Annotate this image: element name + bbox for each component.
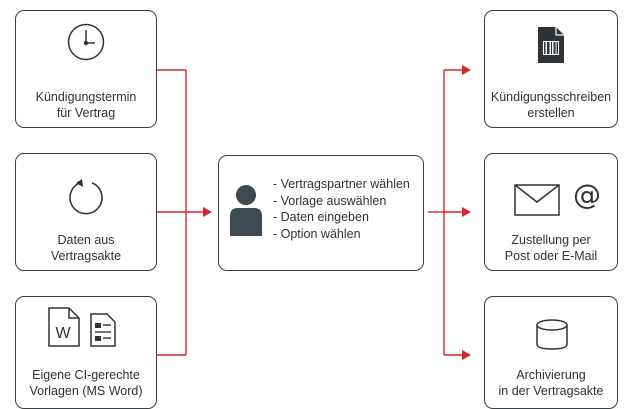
arrowhead-to-center <box>203 207 212 217</box>
output-label-zustellung: Zustellung per Post oder E-Mail <box>504 233 598 263</box>
process-box: - Vertragspartner wählen - Vorlage auswä… <box>218 155 424 271</box>
process-step: - Vertragspartner wählen <box>273 177 410 191</box>
arrowhead-to-zustellung <box>462 207 471 217</box>
clock-icon <box>67 23 105 61</box>
at-sign-icon: @ <box>573 178 601 211</box>
process-steps: - Vertragspartner wählen - Vorlage auswä… <box>273 176 410 242</box>
arrowhead-to-archiv <box>462 350 471 360</box>
barcode-document-icon <box>538 27 564 63</box>
database-icon <box>536 319 568 350</box>
output-box-zustellung: @ Zustellung per Post oder E-Mail <box>484 153 618 271</box>
output-label-archiv: Archivierung in der Vertragsakte <box>498 368 604 398</box>
process-step: - Vorlage auswählen <box>273 193 387 208</box>
source-box-vorlagen: W Eigene CI-gerechte Vorlagen (MS Word) <box>15 296 157 409</box>
process-step: - Daten eingeben <box>273 210 369 224</box>
envelope-icon <box>514 184 560 216</box>
source-label-daten: Daten aus Vertragsakte <box>50 233 122 263</box>
output-box-schreiben: Kündigungsschreiben erstellen <box>484 10 618 128</box>
refresh-circle-icon <box>69 179 103 215</box>
form-document-icon <box>90 313 116 347</box>
source-label-vorlagen: Eigene CI-gerechte Vorlagen (MS Word) <box>29 368 143 398</box>
source-label-termin: Kündigungstermin für Vertrag <box>35 90 137 120</box>
source-box-daten: Daten aus Vertragsakte <box>15 153 157 271</box>
user-icon <box>230 185 262 236</box>
word-document-icon: W <box>48 307 80 347</box>
word-letter: W <box>55 325 71 342</box>
arrowhead-to-schreiben <box>462 65 471 75</box>
output-box-archiv: Archivierung in der Vertragsakte <box>484 296 618 409</box>
source-box-termin: Kündigungstermin für Vertrag <box>15 10 157 128</box>
process-step: - Option wählen <box>273 226 361 241</box>
output-label-schreiben: Kündigungsschreiben erstellen <box>490 90 612 120</box>
